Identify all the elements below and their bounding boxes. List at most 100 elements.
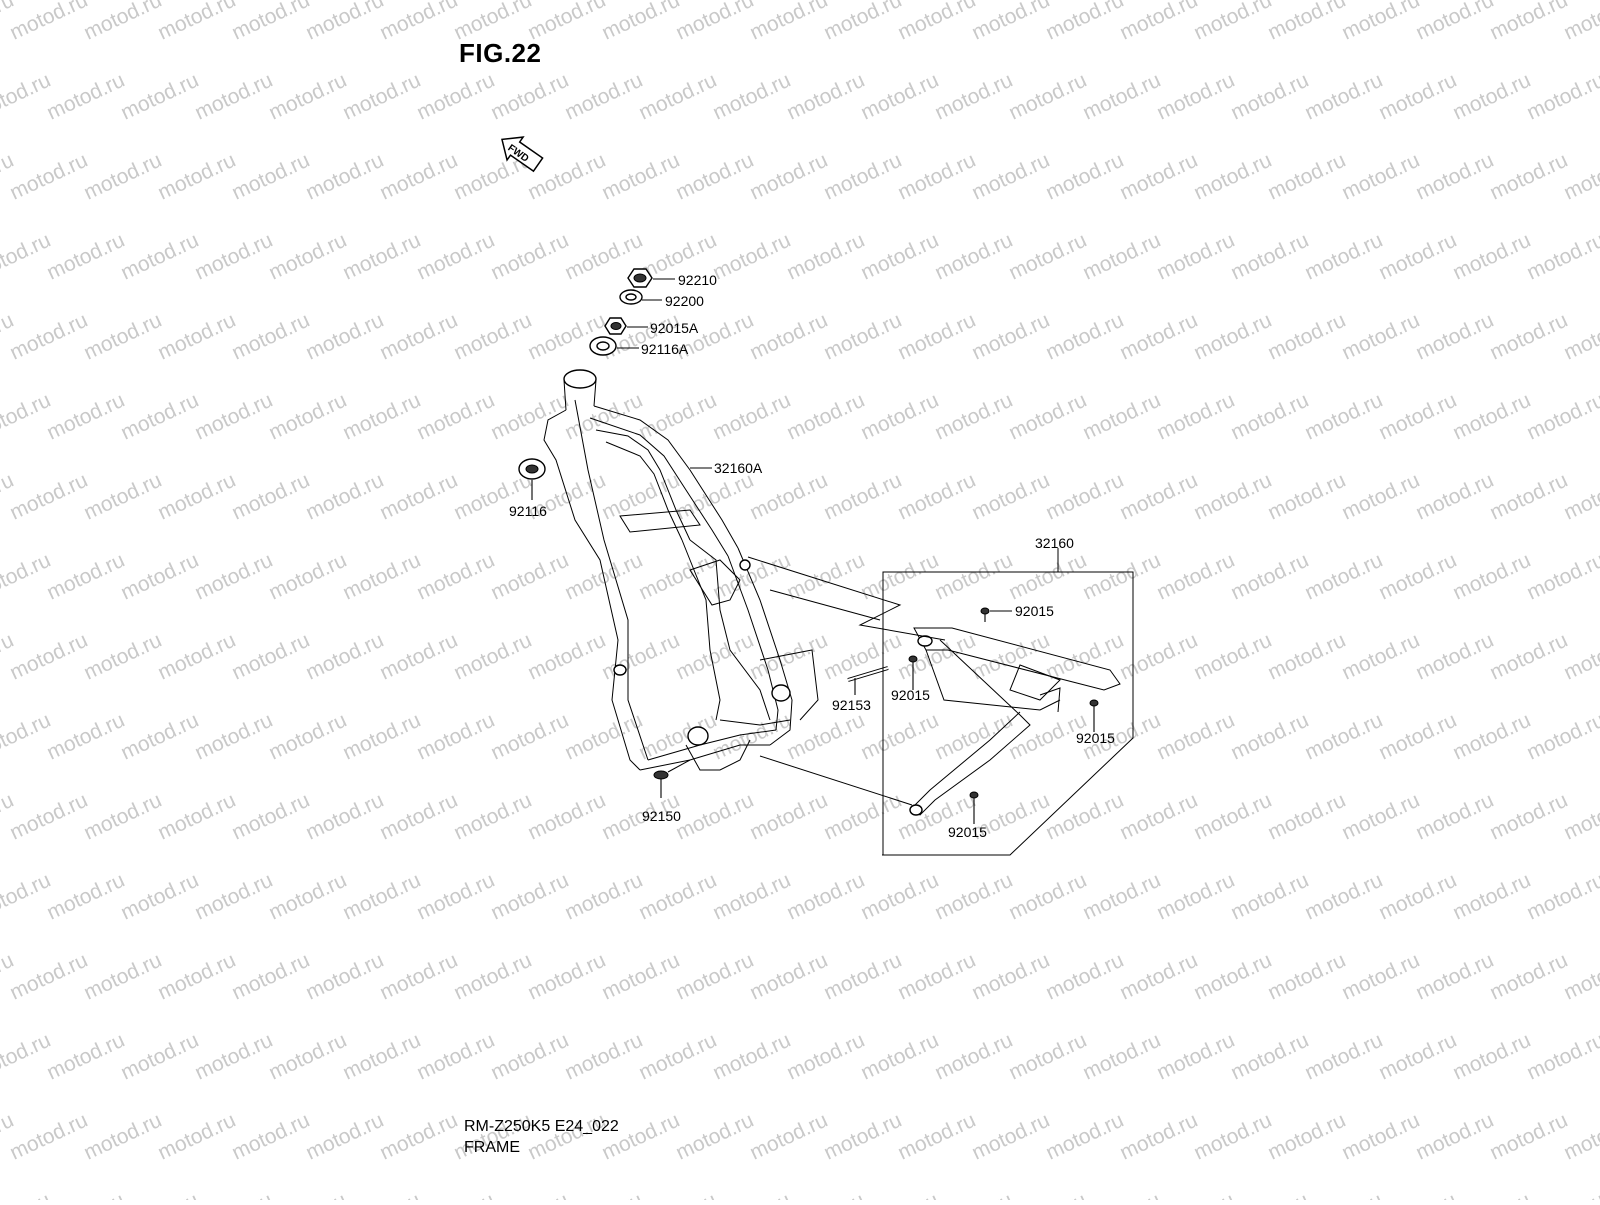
watermark-text: motod.ru	[1005, 1189, 1090, 1200]
watermark-text: motod.ru	[265, 229, 350, 285]
watermark-text: motod.ru	[1523, 869, 1600, 925]
watermark-text: motod.ru	[1486, 149, 1571, 205]
watermark-text: motod.ru	[561, 69, 646, 125]
watermark-text: motod.ru	[857, 1029, 942, 1085]
watermark-text: motod.ru	[302, 0, 387, 45]
watermark-text: motod.ru	[487, 709, 572, 765]
watermark-text: motod.ru	[6, 629, 91, 685]
watermark-text: motod.ru	[783, 1189, 868, 1200]
watermark-text: motod.ru	[228, 309, 313, 365]
watermark-text: motod.ru	[709, 869, 794, 925]
watermark-text: motod.ru	[0, 1189, 54, 1200]
watermark-text: motod.ru	[154, 149, 239, 205]
watermark-text: motod.ru	[154, 469, 239, 525]
watermark-text: motod.ru	[1153, 869, 1238, 925]
watermark-text: motod.ru	[191, 709, 276, 765]
watermark-text: motod.ru	[80, 0, 165, 45]
watermark-text: motod.ru	[117, 229, 202, 285]
watermark-text: motod.ru	[413, 1189, 498, 1200]
watermark-text: motod.ru	[228, 0, 313, 45]
watermark-text: motod.ru	[1560, 629, 1600, 685]
watermark-text: motod.ru	[1338, 949, 1423, 1005]
watermark-text: motod.ru	[154, 0, 239, 45]
watermark-text: motod.ru	[1005, 1029, 1090, 1085]
watermark-text: motod.ru	[1375, 1189, 1460, 1200]
watermark-text: motod.ru	[1264, 309, 1349, 365]
watermark-text: motod.ru	[672, 149, 757, 205]
watermark-text: motod.ru	[1264, 949, 1349, 1005]
watermark-text: motod.ru	[117, 1189, 202, 1200]
watermark-text: motod.ru	[783, 709, 868, 765]
watermark-text: motod.ru	[376, 309, 461, 365]
watermark-text: motod.ru	[1523, 229, 1600, 285]
watermark-text: motod.ru	[376, 949, 461, 1005]
watermark-text: motod.ru	[1301, 69, 1386, 125]
watermark-text: motod.ru	[191, 1189, 276, 1200]
watermark-text: motod.ru	[635, 1029, 720, 1085]
watermark-text: motod.ru	[1042, 309, 1127, 365]
watermark-text: motod.ru	[1005, 389, 1090, 445]
nut-92015A-icon	[604, 317, 648, 335]
label-92150: 92150	[642, 808, 681, 824]
watermark-text: motod.ru	[1449, 229, 1534, 285]
watermark-text: motod.ru	[1338, 789, 1423, 845]
watermark-text: motod.ru	[1153, 389, 1238, 445]
watermark-text: motod.ru	[598, 629, 683, 685]
watermark-text: motod.ru	[376, 789, 461, 845]
watermark-text: motod.ru	[598, 949, 683, 1005]
watermark-text: motod.ru	[80, 1109, 165, 1165]
watermark-text: motod.ru	[1560, 309, 1600, 365]
watermark-text: motod.ru	[783, 229, 868, 285]
watermark-text: motod.ru	[1449, 709, 1534, 765]
watermark-text: motod.ru	[43, 1029, 128, 1085]
watermark-text: motod.ru	[0, 389, 54, 445]
watermark-text: motod.ru	[1116, 1109, 1201, 1165]
watermark-text: motod.ru	[746, 629, 831, 685]
watermark-text: motod.ru	[672, 469, 757, 525]
watermark-text: motod.ru	[1153, 549, 1238, 605]
watermark-text: motod.ru	[1486, 789, 1571, 845]
watermark-text: motod.ru	[672, 949, 757, 1005]
watermark-text: motod.ru	[487, 1029, 572, 1085]
watermark-text: motod.ru	[339, 389, 424, 445]
watermark-text: motod.ru	[894, 1109, 979, 1165]
watermark-text: motod.ru	[43, 709, 128, 765]
watermark-text: motod.ru	[1153, 69, 1238, 125]
subframe-32160-box	[882, 548, 1134, 856]
watermark-text: motod.ru	[1079, 69, 1164, 125]
watermark-text: motod.ru	[1449, 1029, 1534, 1085]
watermark-text: motod.ru	[0, 1029, 54, 1085]
label-92015A: 92015A	[650, 320, 699, 336]
watermark-text: motod.ru	[1079, 869, 1164, 925]
label-92015-right: 92015	[1076, 730, 1115, 746]
watermark-text: motod.ru	[413, 1029, 498, 1085]
watermark-text: motod.ru	[746, 469, 831, 525]
watermark-text: motod.ru	[931, 389, 1016, 445]
watermark-text: motod.ru	[376, 629, 461, 685]
watermark-text: motod.ru	[635, 869, 720, 925]
watermark-text: motod.ru	[1079, 549, 1164, 605]
watermark-text: motod.ru	[265, 709, 350, 765]
watermark-text: motod.ru	[672, 789, 757, 845]
watermark-text: motod.ru	[1190, 789, 1275, 845]
watermark-text: motod.ru	[339, 69, 424, 125]
watermark-text: motod.ru	[1523, 709, 1600, 765]
watermark-text: motod.ru	[1227, 1029, 1312, 1085]
watermark-text: motod.ru	[931, 869, 1016, 925]
watermark-text: motod.ru	[1042, 0, 1127, 45]
watermark-text: motod.ru	[413, 69, 498, 125]
watermark-text: motod.ru	[339, 709, 424, 765]
watermark-text: motod.ru	[1486, 469, 1571, 525]
label-92116A: 92116A	[641, 341, 689, 357]
watermark-text: motod.ru	[968, 0, 1053, 45]
watermark-text: motod.ru	[228, 789, 313, 845]
watermark-text: motod.ru	[1190, 309, 1275, 365]
label-92210: 92210	[678, 272, 717, 288]
watermark-text: motod.ru	[820, 309, 905, 365]
watermark-text: motod.ru	[413, 869, 498, 925]
watermark-text: motod.ru	[894, 949, 979, 1005]
watermark-text: motod.ru	[117, 1029, 202, 1085]
watermark-text: motod.ru	[1153, 229, 1238, 285]
watermark-text: motod.ru	[1005, 229, 1090, 285]
